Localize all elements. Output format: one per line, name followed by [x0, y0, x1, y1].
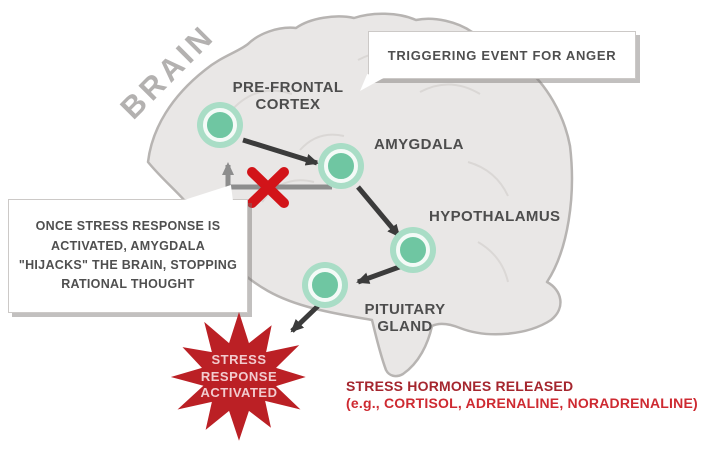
arrow-amygdala-to-hypothalamus	[356, 185, 401, 238]
arrow-pituitary-to-starburst	[290, 304, 320, 333]
stress-hormones-caption: STRESS HORMONES RELEASED (e.g., CORTISOL…	[346, 378, 698, 411]
brain-texture	[229, 50, 509, 283]
callout-triggering-event: TRIGGERING EVENT FOR ANGER	[360, 31, 636, 91]
node-amygdala	[324, 149, 358, 183]
starburst-text: STRESS RESPONSE ACTIVATED	[200, 351, 278, 401]
node-pituitary-gland	[308, 268, 342, 302]
node-pre-frontal-cortex	[203, 108, 237, 142]
label-pituitary-gland: PITUITARY GLAND	[364, 301, 446, 336]
node-hypothalamus	[396, 233, 430, 267]
stress-response-starburst: STRESS RESPONSE ACTIVATED	[168, 312, 310, 442]
label-amygdala: AMYGDALA	[374, 136, 464, 153]
callout-triggering-event-text: TRIGGERING EVENT FOR ANGER	[387, 47, 617, 63]
callout-amygdala-hijack: ONCE STRESS RESPONSE IS ACTIVATED, AMYGD…	[8, 185, 248, 313]
arrow-hypothalamus-to-pituitary	[356, 263, 403, 285]
arrow-pfc-to-amygdala	[242, 137, 319, 166]
label-pre-frontal-cortex: PRE-FRONTAL CORTEX	[232, 79, 344, 114]
stress-hormones-line2: (e.g., CORTISOL, ADRENALINE, NORADRENALI…	[346, 394, 698, 411]
label-hypothalamus: HYPOTHALAMUS	[429, 208, 561, 225]
callout-amygdala-hijack-text: ONCE STRESS RESPONSE IS ACTIVATED, AMYGD…	[18, 219, 238, 292]
blocked-x-icon	[247, 167, 289, 208]
stress-hormones-line1: STRESS HORMONES RELEASED	[346, 378, 574, 394]
brain-silhouette	[146, 12, 574, 378]
